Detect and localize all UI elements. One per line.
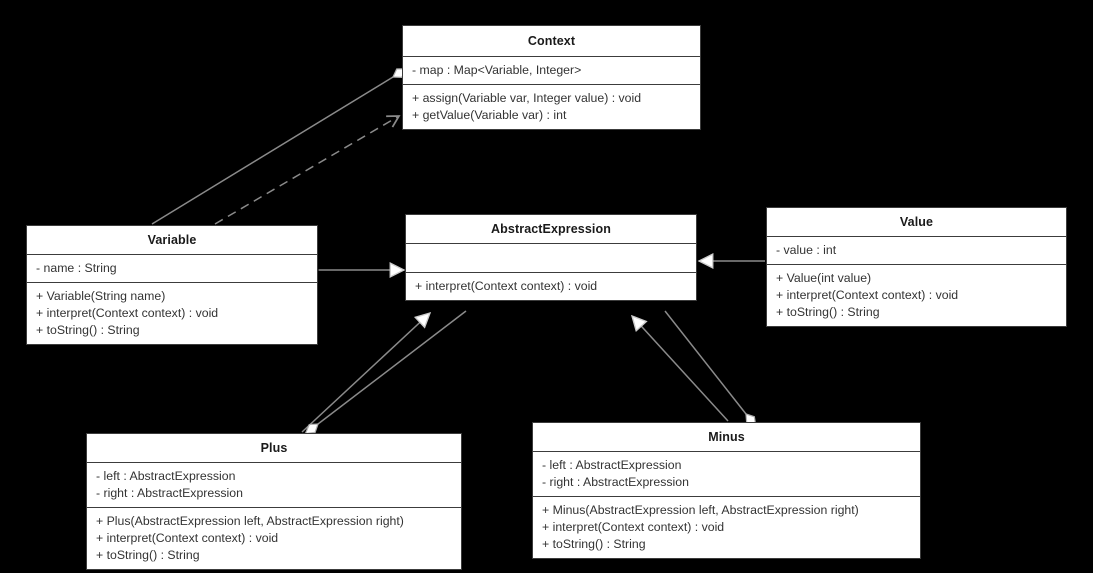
attributes-compartment-context: - map : Map<Variable, Integer> bbox=[403, 57, 700, 85]
attributes-compartment-value: - value : int bbox=[767, 237, 1066, 265]
class-name-context: Context bbox=[403, 26, 700, 57]
class-name-abstractexpression: AbstractExpression bbox=[406, 215, 696, 244]
edge-variable-dependency-context bbox=[214, 115, 401, 225]
operation-row: + toString() : String bbox=[36, 323, 140, 337]
attribute-row: - map : Map<Variable, Integer> bbox=[412, 63, 582, 77]
uml-class-abstractexpression[interactable]: AbstractExpression + interpret(Context c… bbox=[405, 214, 697, 301]
edge-minus-generalization-abstractexpression bbox=[632, 316, 729, 422]
operation-row: + Variable(String name) bbox=[36, 289, 166, 303]
attribute-row: - right : AbstractExpression bbox=[96, 486, 243, 500]
attributes-compartment-plus: - left : AbstractExpression - right : Ab… bbox=[87, 463, 461, 508]
operation-row: + Plus(AbstractExpression left, Abstract… bbox=[96, 514, 404, 528]
operation-row: + interpret(Context context) : void bbox=[776, 288, 959, 302]
operation-row: + assign(Variable var, Integer value) : … bbox=[412, 91, 642, 105]
edge-variable-aggregation-context bbox=[151, 68, 408, 225]
uml-class-minus[interactable]: Minus - left : AbstractExpression - righ… bbox=[532, 422, 921, 559]
class-name-plus: Plus bbox=[87, 434, 461, 463]
operation-row: + getValue(Variable var) : int bbox=[412, 108, 567, 122]
operations-compartment-minus: + Minus(AbstractExpression left, Abstrac… bbox=[533, 497, 920, 558]
operations-compartment-plus: + Plus(AbstractExpression left, Abstract… bbox=[87, 508, 461, 569]
uml-class-context[interactable]: Context - map : Map<Variable, Integer> +… bbox=[402, 25, 701, 130]
operations-compartment-variable: + Variable(String name) + interpret(Cont… bbox=[27, 283, 317, 344]
attributes-compartment-minus: - left : AbstractExpression - right : Ab… bbox=[533, 452, 920, 497]
operation-row: + Minus(AbstractExpression left, Abstrac… bbox=[542, 503, 859, 517]
uml-class-plus[interactable]: Plus - left : AbstractExpression - right… bbox=[86, 433, 462, 570]
uml-class-variable[interactable]: Variable - name : String + Variable(Stri… bbox=[26, 225, 318, 345]
operations-compartment-context: + assign(Variable var, Integer value) : … bbox=[403, 85, 700, 129]
attributes-compartment-variable: - name : String bbox=[27, 255, 317, 283]
attribute-row: - left : AbstractExpression bbox=[96, 469, 236, 483]
edge-plus-aggregation-abstractexpression bbox=[304, 310, 467, 435]
operation-row: + interpret(Context context) : void bbox=[542, 520, 725, 534]
operations-compartment-abstractexpression: + interpret(Context context) : void bbox=[406, 273, 696, 300]
attribute-row: - value : int bbox=[776, 243, 837, 257]
class-name-minus: Minus bbox=[533, 423, 920, 452]
operation-row: + Value(int value) bbox=[776, 271, 872, 285]
edge-plus-generalization-abstractexpression bbox=[301, 313, 430, 433]
attribute-row: - name : String bbox=[36, 261, 117, 275]
attribute-row: - right : AbstractExpression bbox=[542, 475, 689, 489]
class-name-value: Value bbox=[767, 208, 1066, 237]
attribute-row: - left : AbstractExpression bbox=[542, 458, 682, 472]
operation-row: + toString() : String bbox=[96, 548, 200, 562]
attributes-compartment-abstractexpression bbox=[406, 244, 696, 273]
class-name-variable: Variable bbox=[27, 226, 317, 255]
operation-row: + toString() : String bbox=[542, 537, 646, 551]
operations-compartment-value: + Value(int value) + interpret(Context c… bbox=[767, 265, 1066, 326]
operation-row: + interpret(Context context) : void bbox=[96, 531, 279, 545]
operation-row: + interpret(Context context) : void bbox=[36, 306, 219, 320]
edge-minus-aggregation-abstractexpression bbox=[664, 310, 757, 428]
operation-row: + interpret(Context context) : void bbox=[415, 279, 598, 293]
operation-row: + toString() : String bbox=[776, 305, 880, 319]
uml-class-value[interactable]: Value - value : int + Value(int value) +… bbox=[766, 207, 1067, 327]
